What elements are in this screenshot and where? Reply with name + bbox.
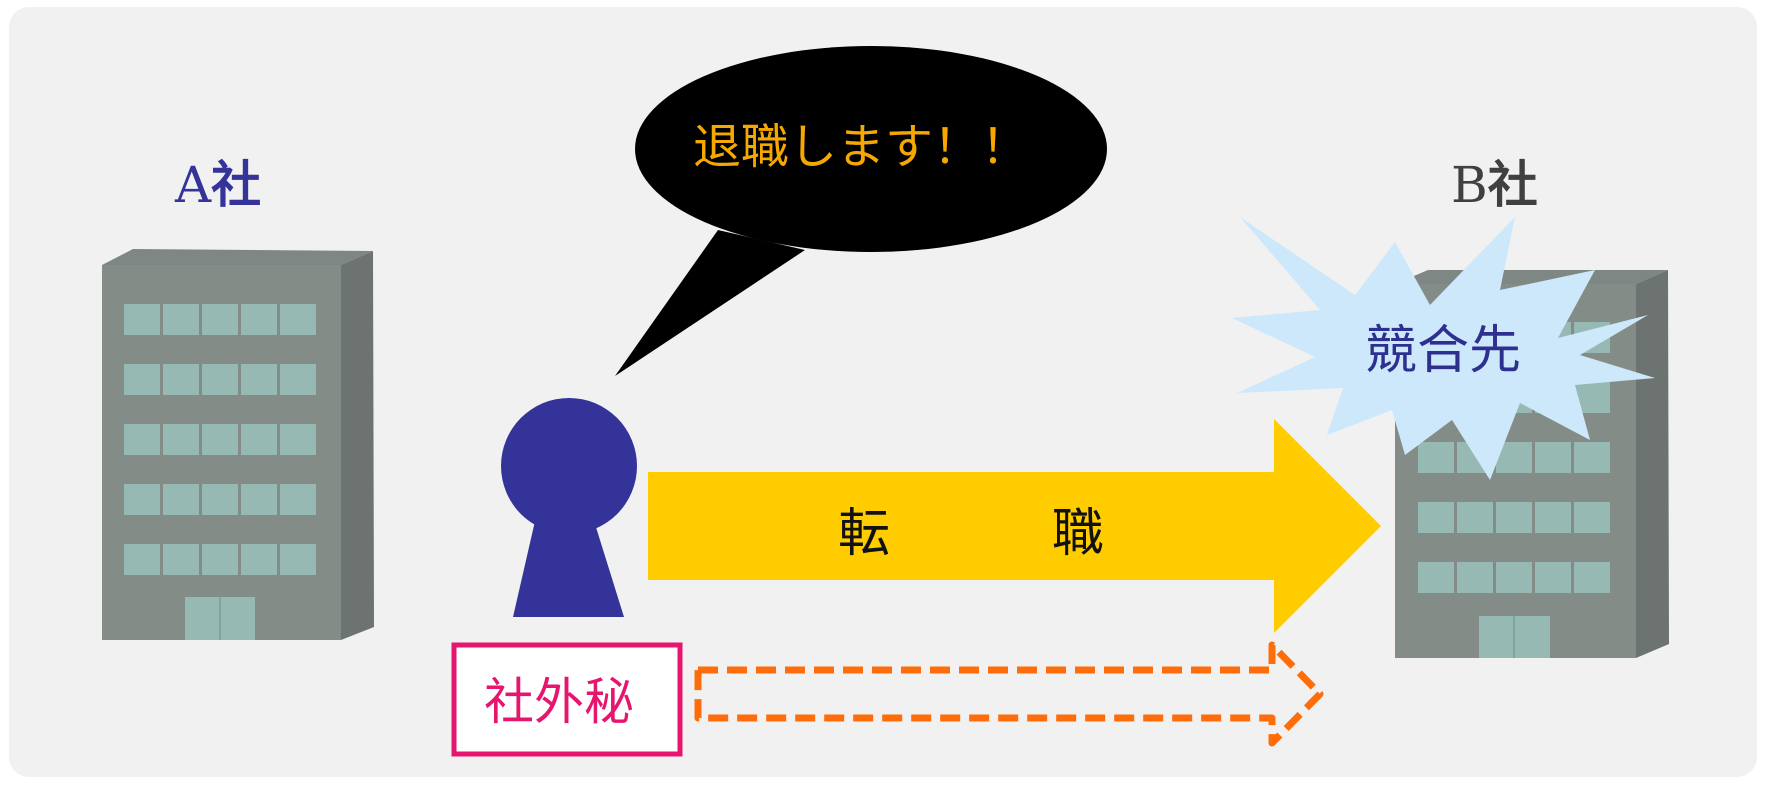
window-pane	[241, 484, 277, 515]
window-pane	[1418, 502, 1454, 533]
window-pane	[280, 484, 316, 515]
window-pane	[163, 364, 199, 395]
window-pane	[280, 364, 316, 395]
window-pane	[1457, 562, 1493, 593]
window-pane	[241, 304, 277, 335]
window-pane	[241, 544, 277, 575]
window-pane	[1574, 502, 1610, 533]
transfer-label-char-1: 転	[838, 504, 891, 564]
window-pane	[124, 364, 160, 395]
confidential-label: 社外秘	[484, 673, 634, 731]
window-pane	[1535, 562, 1571, 593]
window-pane	[1496, 562, 1532, 593]
window-pane	[241, 424, 277, 455]
leak-dashed-arrow	[694, 641, 1324, 747]
window-pane	[280, 544, 316, 575]
building-a-icon	[102, 249, 374, 640]
confidential-box	[451, 642, 683, 757]
window-pane	[202, 544, 238, 575]
window-pane	[163, 304, 199, 335]
window-pane	[163, 544, 199, 575]
window-pane	[202, 364, 238, 395]
window-pane	[202, 484, 238, 515]
window-pane	[124, 424, 160, 455]
window-pane	[163, 424, 199, 455]
window-pane	[1574, 442, 1610, 473]
company-b-label: B社	[1451, 156, 1538, 214]
window-pane	[1535, 502, 1571, 533]
company-a-label: A社	[175, 156, 262, 214]
window-pane	[1496, 502, 1532, 533]
competitor-label: 競合先	[1365, 321, 1522, 381]
window-pane	[124, 304, 160, 335]
speech-bubble	[615, 46, 1107, 376]
window-pane	[280, 304, 316, 335]
person-icon	[501, 398, 637, 617]
window-pane	[1457, 502, 1493, 533]
window-pane	[124, 544, 160, 575]
competitor-starburst	[1232, 217, 1655, 480]
window-pane	[1418, 442, 1454, 473]
transfer-arrow	[648, 419, 1381, 633]
window-pane	[1418, 562, 1454, 593]
window-pane	[202, 424, 238, 455]
window-pane	[280, 424, 316, 455]
window-pane	[1535, 442, 1571, 473]
window-pane	[163, 484, 199, 515]
transfer-label-char-2: 職	[1052, 504, 1105, 564]
window-pane	[124, 484, 160, 515]
speech-bubble-text: 退職します！！	[693, 119, 1030, 175]
window-pane	[241, 364, 277, 395]
window-pane	[1574, 562, 1610, 593]
window-pane	[202, 304, 238, 335]
